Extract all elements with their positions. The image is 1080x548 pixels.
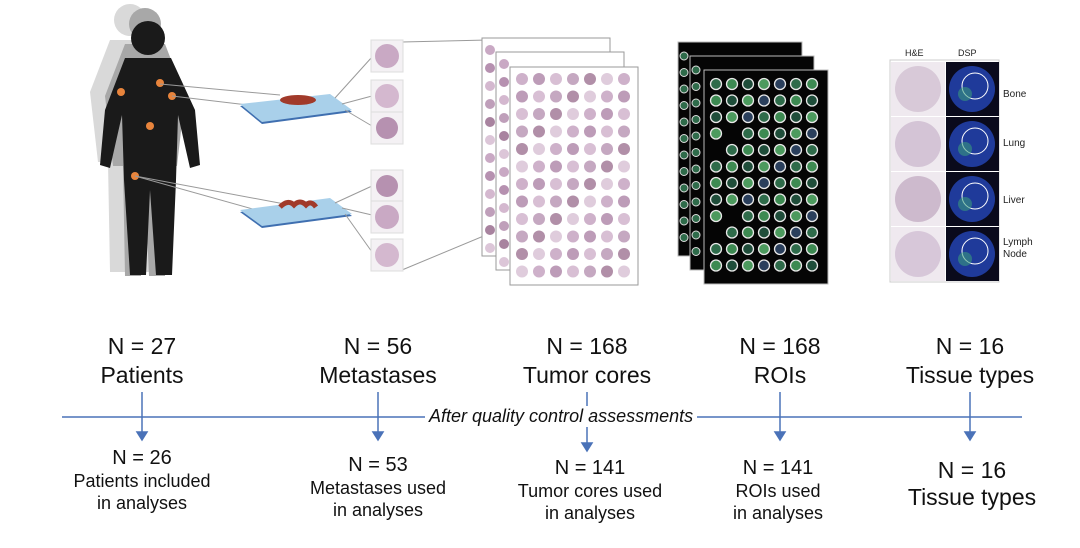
roi-dsp-stack (677, 41, 829, 285)
tumor-cores-label: Tumor cores (522, 362, 652, 388)
patients-after-line1: Patients included (73, 471, 211, 491)
cores-after-line2: in analyses (544, 503, 636, 523)
tissue-label-bone: Bone (1003, 89, 1027, 100)
tissues-after-qc: N = 16 Tissue types (908, 457, 1036, 511)
qc-label: After quality control assessments (425, 406, 698, 427)
human-figures (90, 4, 200, 276)
tissue-label-lung: Lung (1003, 138, 1026, 149)
rois-after-qc: N = 141 ROIs used in analyses (733, 456, 823, 524)
rois-after-line1: ROIs used (735, 481, 821, 501)
he-label: H&E (905, 48, 924, 58)
metastasis-cores (370, 39, 404, 272)
patients-after-qc: N = 26 Patients included in analyses (73, 446, 210, 514)
tissues-after-line1: Tissue types (907, 484, 1037, 510)
rois-count: N = 168 (739, 333, 821, 359)
metastases-after-qc: N = 53 Metastases used in analyses (310, 453, 446, 521)
metastases-count: N = 56 (343, 333, 413, 359)
he-dsp-panel (889, 59, 1000, 283)
cores-after-line1: Tumor cores used (517, 481, 663, 501)
patients-after-line2: in analyses (96, 493, 188, 513)
patients-count: N = 27 (107, 333, 177, 359)
metastases-after-line1: Metastases used (309, 478, 447, 498)
tissue-slide-lower (240, 198, 352, 228)
tissue-label-lymph-node: Lymph Node (1003, 237, 1033, 260)
tissue-types-count: N = 16 (935, 333, 1005, 359)
metastases-after-line2: in analyses (332, 500, 424, 520)
rois-label: ROIs (753, 362, 807, 388)
metastases-after-count: N = 53 (348, 454, 408, 476)
tissue-slide-upper (240, 94, 352, 124)
metastases-label: Metastases (319, 362, 437, 388)
cores-after-count: N = 141 (554, 457, 626, 479)
tissues-after-count: N = 16 (937, 457, 1007, 483)
dsp-label: DSP (958, 48, 977, 58)
cores-after-qc: N = 141 Tumor cores used in analyses (518, 456, 662, 524)
tumor-cores-count: N = 168 (546, 333, 628, 359)
patients-after-count: N = 26 (112, 447, 172, 469)
tissue-label-liver: Liver (1003, 195, 1025, 206)
tissue-microarray-stack (481, 37, 639, 286)
rois-after-line2: in analyses (732, 503, 824, 523)
tissue-types-label: Tissue types (905, 362, 1035, 388)
patients-label: Patients (100, 362, 184, 388)
rois-after-count: N = 141 (742, 457, 814, 479)
